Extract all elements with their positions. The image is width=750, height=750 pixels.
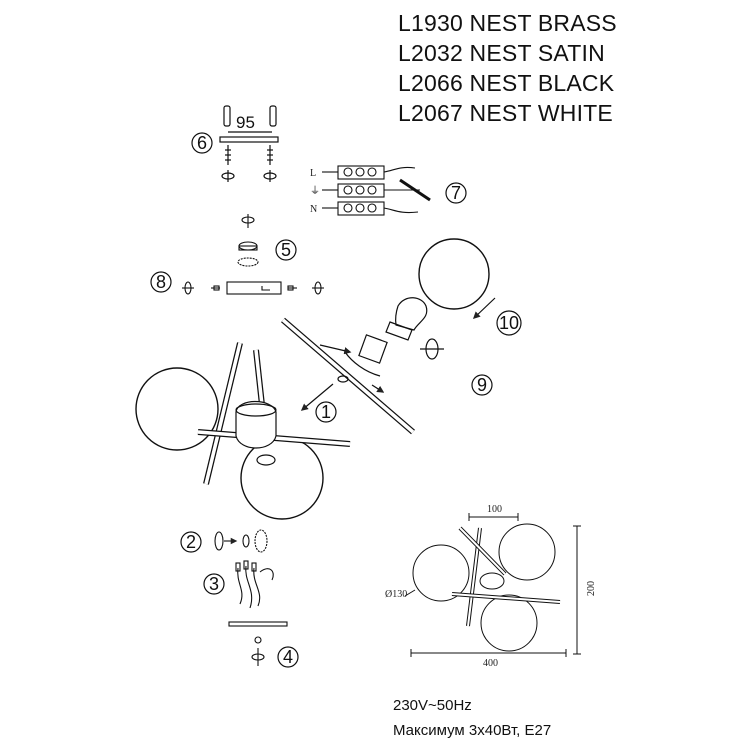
canopy-nut-step bbox=[237, 214, 259, 267]
callout-7: 7 bbox=[445, 182, 467, 204]
callout-3: 3 bbox=[203, 573, 225, 595]
wire-label-live: L bbox=[310, 168, 316, 179]
lamp-holder-step bbox=[281, 238, 496, 435]
width-label: 400 bbox=[483, 658, 498, 669]
svg-text:6: 6 bbox=[197, 133, 207, 153]
canopy-plate-step bbox=[182, 281, 324, 295]
power-spec: Максимум 3х40Вт, E27 bbox=[393, 722, 552, 739]
voltage-spec: 230V~50Hz bbox=[393, 697, 472, 714]
wire-label-earth: ⏚ bbox=[310, 185, 320, 197]
svg-text:3: 3 bbox=[209, 574, 219, 594]
wire-label-neutral: N bbox=[310, 204, 317, 215]
height-label: 200 bbox=[586, 581, 597, 596]
svg-text:1: 1 bbox=[321, 402, 331, 422]
model-satin: L2032 NEST SATIN bbox=[398, 40, 605, 66]
svg-text:7: 7 bbox=[451, 183, 461, 203]
globe-diameter-label: Ø130 bbox=[385, 589, 407, 600]
small-parts-steps bbox=[214, 529, 288, 666]
callout-10: 10 bbox=[496, 310, 522, 336]
model-white: L2067 NEST WHITE bbox=[398, 100, 613, 126]
terminal-block bbox=[322, 165, 431, 216]
mounting-bracket-step bbox=[219, 105, 279, 182]
svg-text:2: 2 bbox=[186, 532, 196, 552]
model-black: L2066 NEST BLACK bbox=[398, 70, 615, 96]
svg-text:10: 10 bbox=[499, 313, 519, 333]
bracket-width-label: 95 bbox=[236, 113, 255, 132]
callout-2: 2 bbox=[180, 531, 202, 553]
callout-6: 6 bbox=[191, 132, 213, 154]
arm-length-label: 100 bbox=[487, 504, 502, 515]
callout-5: 5 bbox=[275, 239, 297, 261]
callout-1: 1 bbox=[315, 401, 337, 423]
svg-text:5: 5 bbox=[281, 240, 291, 260]
svg-text:9: 9 bbox=[477, 375, 487, 395]
callout-9: 9 bbox=[471, 374, 493, 396]
callout-8: 8 bbox=[150, 271, 172, 293]
callout-4: 4 bbox=[277, 646, 299, 668]
dimensions-drawing bbox=[404, 513, 581, 657]
svg-text:8: 8 bbox=[156, 272, 166, 292]
model-brass: L1930 NEST BRASS bbox=[398, 10, 617, 36]
svg-text:4: 4 bbox=[283, 647, 293, 667]
assembled-fixture bbox=[135, 342, 351, 520]
model-list: L1930 NEST BRASS L2032 NEST SATIN L2066 … bbox=[398, 8, 617, 128]
